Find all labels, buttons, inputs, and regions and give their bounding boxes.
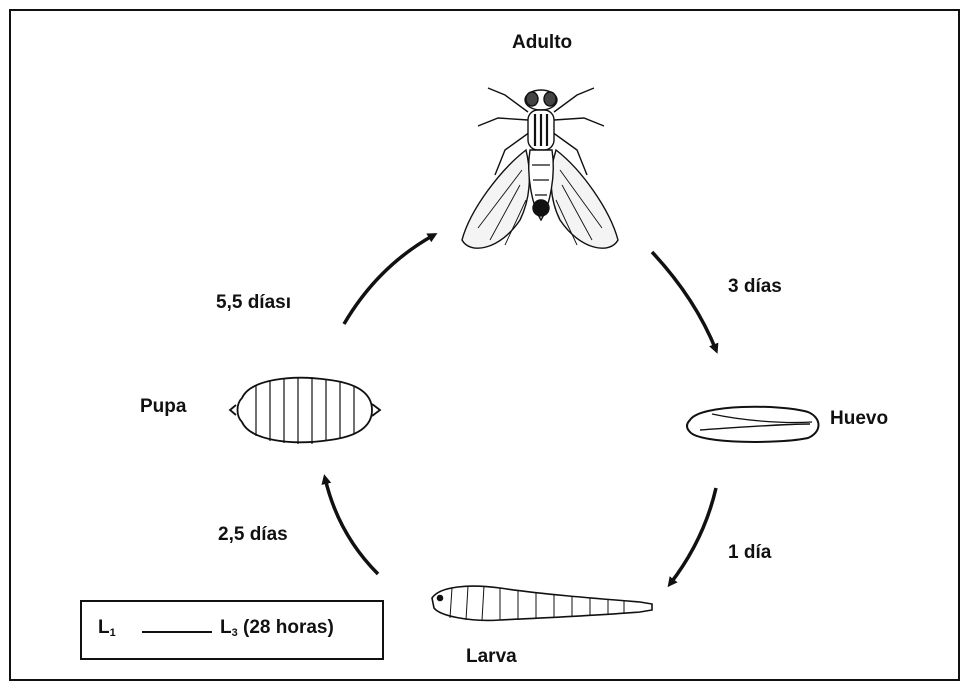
pupa-illustration: [230, 377, 380, 444]
larval-last-sub: 3: [232, 627, 238, 639]
larval-first-sub: 1: [110, 627, 116, 639]
larval-range-line: [142, 631, 212, 633]
stage-label-pupa: Pupa: [140, 396, 186, 418]
duration-larva-to-pupa: 2,5 días: [218, 524, 288, 546]
duration-pupa-to-adult: 5,5 díası: [216, 292, 291, 314]
duration-adult-to-egg: 3 días: [728, 276, 782, 298]
arrow-pupa-to-adult: [344, 235, 434, 324]
larval-last-letter: L: [220, 617, 232, 638]
larval-stages-box: L1 L3 (28 horas): [80, 600, 384, 660]
larval-duration: (28 horas): [243, 617, 334, 638]
arrow-larva-to-pupa: [325, 478, 378, 574]
arrow-egg-to-larva: [670, 488, 716, 584]
stage-label-egg: Huevo: [830, 408, 888, 430]
larval-first-letter: L: [98, 617, 110, 638]
stage-label-larva: Larva: [466, 646, 517, 668]
duration-egg-to-larva: 1 día: [728, 542, 771, 564]
larval-stage-last: L3 (28 horas): [220, 617, 334, 639]
egg-illustration: [687, 407, 819, 442]
fly-illustration: [462, 88, 618, 248]
larva-illustration: [432, 586, 652, 620]
stage-label-adult: Adulto: [512, 32, 572, 54]
arrow-adult-to-egg: [652, 252, 716, 350]
larval-stage-first: L1: [98, 617, 116, 639]
